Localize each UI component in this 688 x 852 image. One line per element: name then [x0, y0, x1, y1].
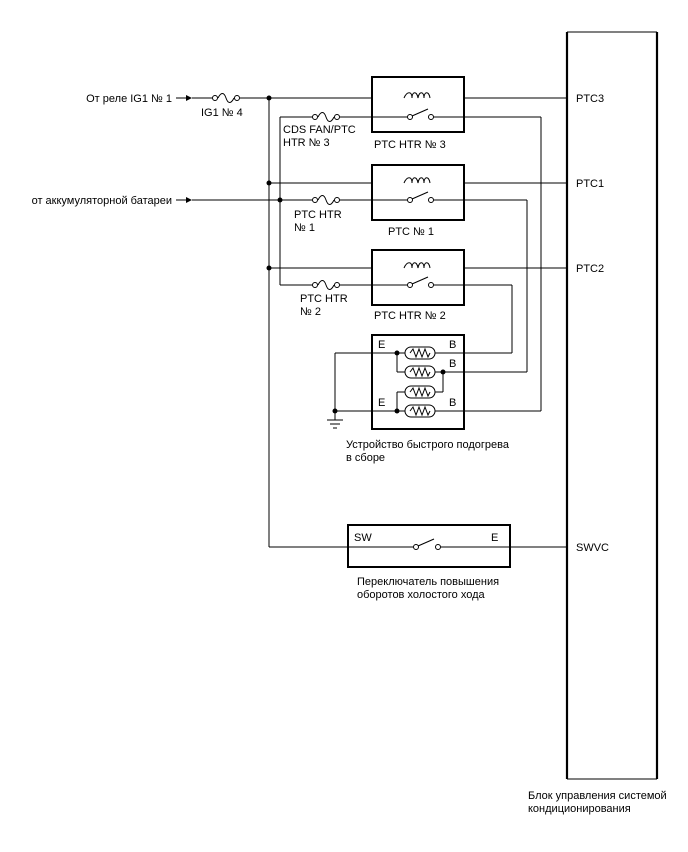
- relay-source-label: От реле IG1 № 1: [86, 93, 172, 105]
- fuse-cds-label-line1: CDS FAN/PTC: [283, 124, 356, 136]
- pin-ptc3-label: PTC3: [576, 93, 604, 105]
- relay-ptc1: [371, 164, 465, 221]
- heater-b-bottom-label: B: [449, 397, 456, 409]
- heater-label-line2: в сборе: [346, 452, 385, 464]
- pin-swvc-label: SWVC: [576, 542, 609, 554]
- ecu-block: [565, 31, 659, 780]
- switch-e-label: E: [491, 532, 498, 544]
- fuse-ptc2-label-line2: № 2: [300, 306, 321, 318]
- relay-ptc1-label: PTC № 1: [388, 226, 434, 238]
- pin-ptc1-label: PTC1: [576, 178, 604, 190]
- ground-icon: [327, 352, 372, 429]
- fuse-ptc1-label-line2: № 1: [294, 222, 315, 234]
- heater-b-top-label: B: [449, 339, 456, 351]
- fuse-ptc2-label-line1: PTC HTR: [300, 293, 348, 305]
- fuse-ig1-label: IG1 № 4: [201, 107, 243, 119]
- fuse-ig1-icon: [192, 93, 269, 103]
- pin-ptc2-label: PTC2: [576, 263, 604, 275]
- relay-ptc-htr3: [371, 76, 465, 133]
- relay-source-arrow: [176, 95, 192, 101]
- ecu-label-line2: кондиционирования: [528, 803, 631, 815]
- ecu-label-line1: Блок управления системой: [528, 790, 667, 802]
- fuse-ptc1-icon: [280, 195, 372, 205]
- battery-source-arrow: [176, 197, 192, 203]
- fuse-cds-icon: [280, 112, 372, 122]
- heater-assembly: [371, 334, 465, 430]
- heater-e-top-label: E: [378, 339, 385, 351]
- switch-sw-label: SW: [354, 532, 372, 544]
- heater-label-line1: Устройство быстрого подогрева: [346, 439, 510, 451]
- battery-source-label: от аккумуляторной батареи: [32, 195, 172, 207]
- fuse-ptc2-icon: [280, 280, 372, 290]
- heater-e-bottom-label: E: [378, 397, 385, 409]
- idle-switch: [347, 524, 511, 568]
- relay-ptc-htr2: [371, 249, 465, 306]
- fuse-cds-label-line2: HTR № 3: [283, 137, 330, 149]
- relay-ptc-htr2-label: PTC HTR № 2: [374, 310, 446, 322]
- fuse-ptc1-label-line1: PTC HTR: [294, 209, 342, 221]
- relay-ptc-htr3-label: PTC HTR № 3: [374, 139, 446, 151]
- heater-b-mid-label: B: [449, 358, 456, 370]
- switch-label-line1: Переключатель повышения: [357, 576, 499, 588]
- switch-label-line2: оборотов холостого хода: [357, 589, 486, 601]
